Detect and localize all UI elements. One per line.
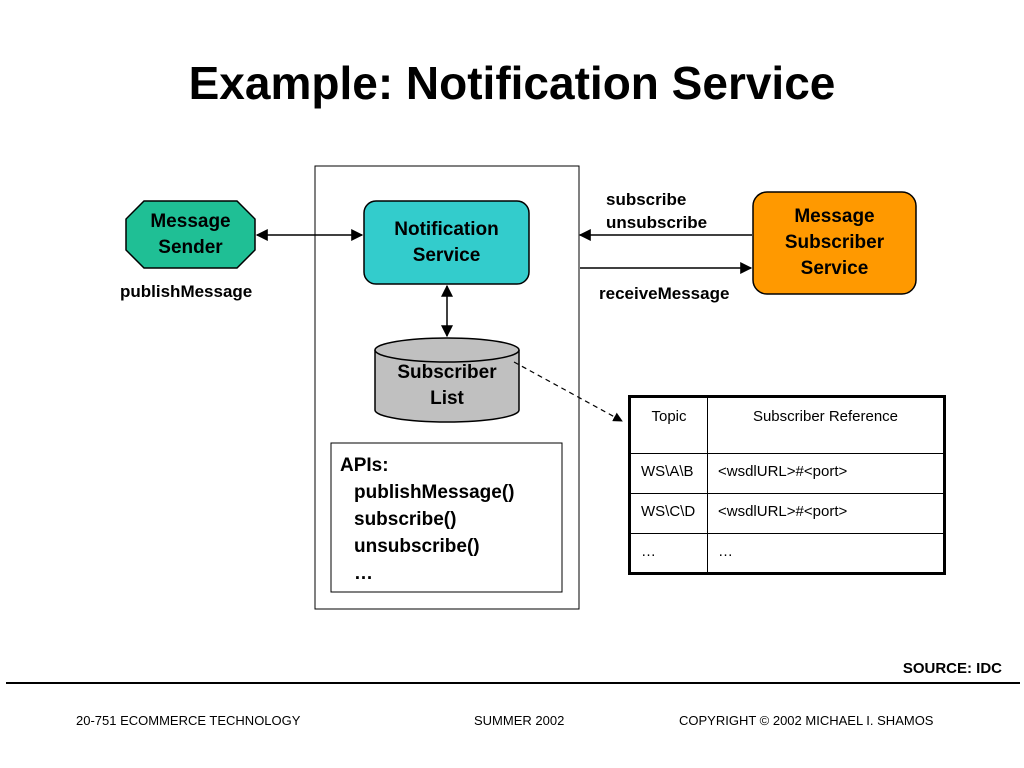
message-subscriber-service-shape [752, 191, 917, 295]
footer-term: SUMMER 2002 [474, 713, 565, 728]
table-cell: … [629, 533, 708, 574]
api-item: subscribe() [354, 509, 457, 530]
footer-copyright: COPYRIGHT © 2002 MICHAEL I. SHAMOS [679, 713, 934, 728]
message-sender-line1: Message [150, 210, 231, 232]
subscriber-service-line2: Subscriber [784, 232, 885, 253]
table-row: WS\C\D <wsdlURL>#<port> [629, 493, 945, 534]
table-row: … … [629, 533, 945, 574]
subscribe-label: subscribe [606, 190, 687, 209]
notification-service-line1: Notification [394, 218, 499, 240]
table-header-row: Topic Subscriber Reference [629, 396, 945, 454]
table-cell: … [707, 533, 945, 574]
column-header-subscriber-reference: Subscriber Reference [707, 396, 945, 454]
list-table-dashed-arrow [513, 361, 623, 422]
column-header-topic: Topic [629, 396, 708, 454]
subscriber-table: Topic Subscriber Reference WS\A\B <wsdlU… [628, 395, 946, 575]
api-item: unsubscribe() [354, 536, 480, 557]
table-cell: WS\A\B [629, 453, 708, 494]
subscriber-service-line1: Message [794, 206, 875, 227]
message-sender-shape [125, 200, 256, 269]
apis-heading: APIs: [340, 455, 389, 476]
receive-message-label: receiveMessage [599, 284, 730, 303]
source-note: SOURCE: IDC [902, 660, 1002, 677]
unsubscribe-label: unsubscribe [606, 213, 708, 232]
api-item: publishMessage() [354, 482, 515, 503]
table-row: WS\A\B <wsdlURL>#<port> [629, 453, 945, 494]
notification-service-line2: Service [412, 244, 481, 266]
subscriber-list-line2: List [430, 388, 464, 409]
subscriber-service-line3: Service [800, 258, 869, 279]
apis-list: APIs: publishMessage() subscribe() unsub… [340, 452, 514, 587]
apis-box [330, 442, 563, 593]
footer-course: 20-751 ECOMMERCE TECHNOLOGY [76, 713, 301, 728]
notification-service-shape [363, 200, 530, 285]
publish-message-label: publishMessage [120, 282, 253, 301]
api-item: … [354, 563, 373, 584]
subscriber-list-line1: Subscriber [397, 362, 497, 383]
table-cell: <wsdlURL>#<port> [707, 493, 945, 534]
table-cell: WS\C\D [629, 493, 708, 534]
subscriber-list-shape [374, 337, 520, 423]
footer-divider [6, 682, 1020, 684]
slide-title: Example: Notification Service [188, 57, 836, 109]
message-sender-line2: Sender [158, 236, 223, 258]
table-cell: <wsdlURL>#<port> [707, 453, 945, 494]
